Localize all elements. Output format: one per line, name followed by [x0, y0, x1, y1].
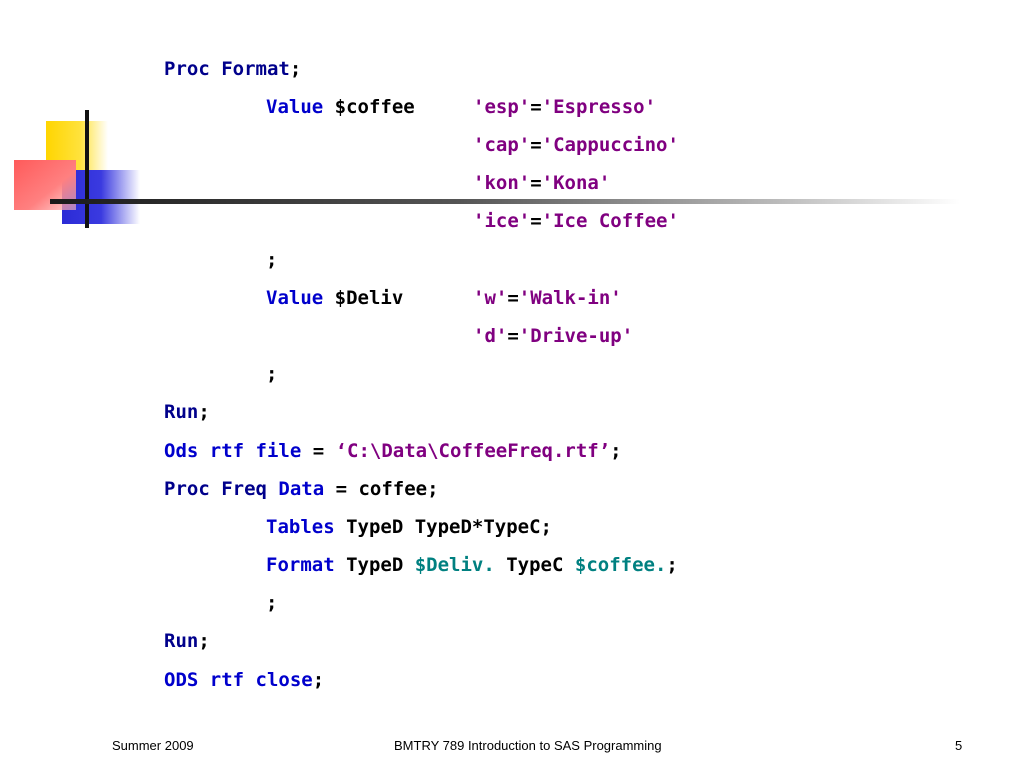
code-line-5: 'ice'='Ice Coffee' [473, 210, 679, 232]
code-line-3: 'cap'='Cappuccino' [473, 134, 679, 156]
code-line-4: 'kon'='Kona' [473, 172, 611, 194]
code-line-7: Value $Deliv [266, 287, 404, 309]
slide-title-rule [50, 199, 960, 204]
code-block: Proc Format; Value $coffee 'esp'='Espres… [164, 58, 679, 691]
footer-date: Summer 2009 [112, 738, 194, 753]
code-line-9: ; [266, 363, 278, 385]
code-line-6: ; [266, 249, 278, 271]
code-line-11: Ods rtf file = ‘C:\Data\CoffeeFreq.rtf’; [164, 440, 622, 462]
code-line-17: ODS rtf close; [164, 669, 325, 691]
code-line-7-value: 'w'='Walk-in' [473, 287, 622, 309]
footer-slide-number: 5 [955, 738, 963, 753]
code-line-13: Tables TypeD TypeD*TypeC; [266, 516, 552, 538]
code-line-14: Format TypeD $Deliv. TypeC $coffee.; [266, 554, 678, 576]
slide-ornament-vertical-rule [85, 110, 89, 228]
code-line-1: Proc Format; [164, 58, 302, 80]
footer-course-title: BMTRY 789 Introduction to SAS Programmin… [394, 738, 662, 753]
code-line-8: 'd'='Drive-up' [473, 325, 634, 347]
code-line-15: ; [266, 592, 278, 614]
code-line-10: Run; [164, 401, 210, 423]
code-line-16: Run; [164, 630, 210, 652]
code-line-2-value: 'esp'='Espresso' [473, 96, 657, 118]
code-line-12: Proc Freq Data = coffee; [164, 478, 439, 500]
code-line-2: Value $coffee [266, 96, 415, 118]
